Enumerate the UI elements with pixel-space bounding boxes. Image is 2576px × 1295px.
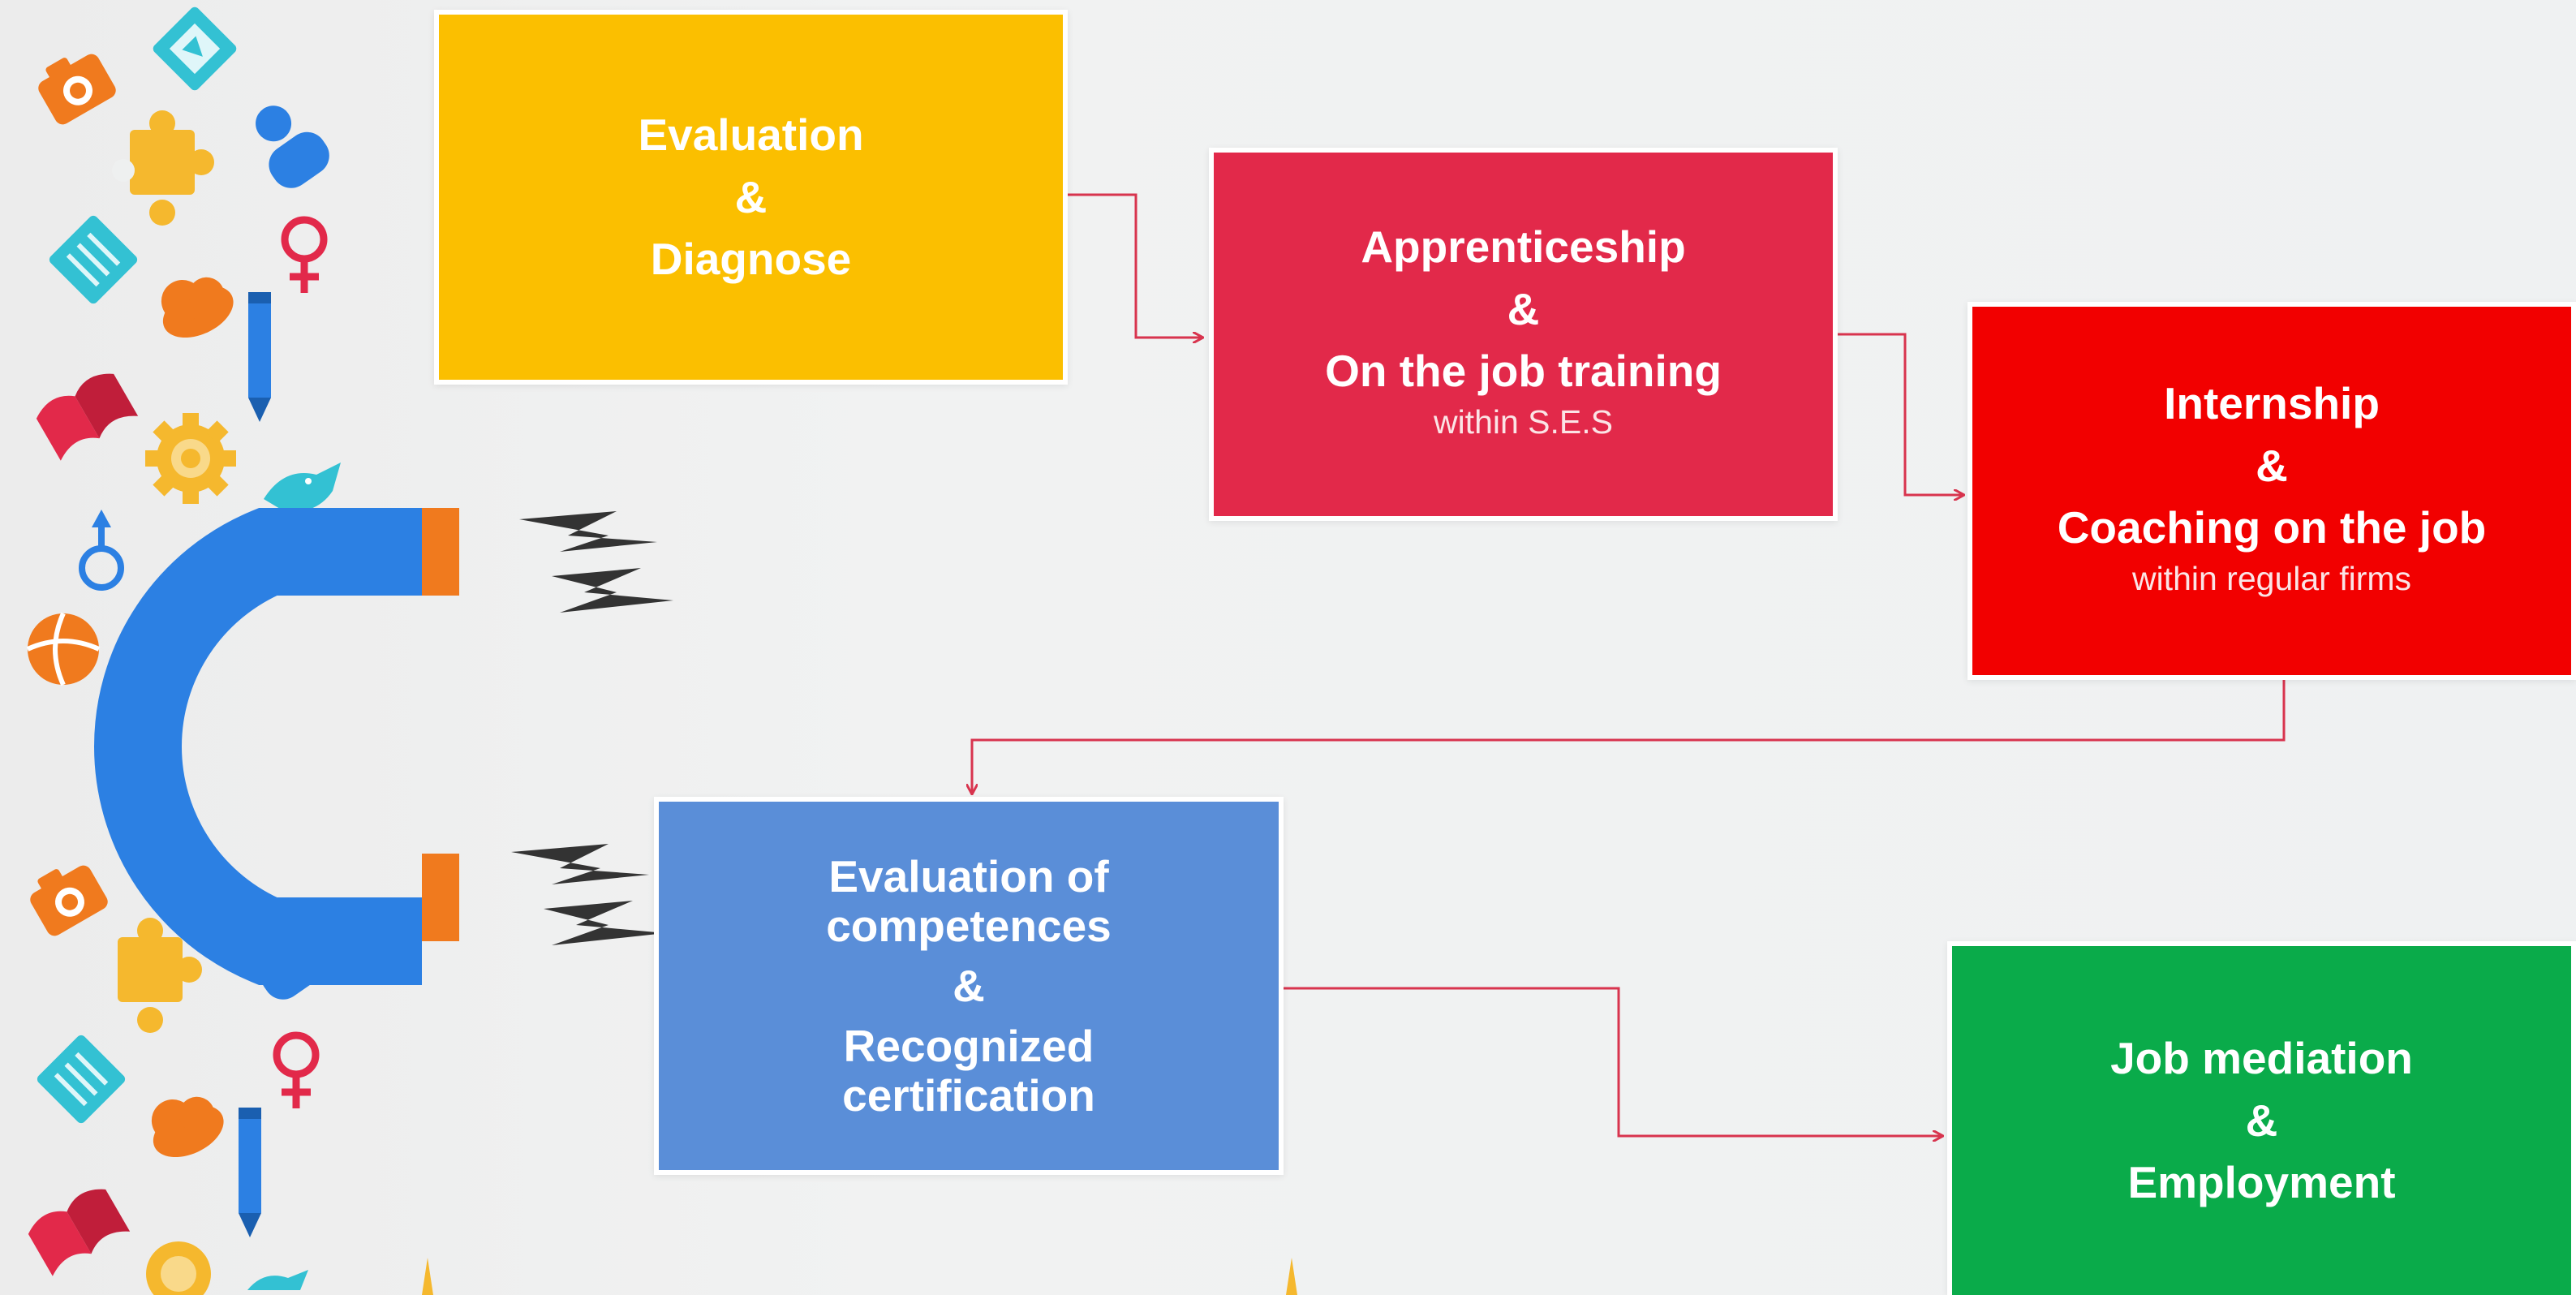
book-icon — [153, 6, 237, 91]
camera-icon — [38, 54, 116, 125]
spike-decor — [1286, 1258, 1297, 1295]
pencil-icon — [248, 292, 271, 422]
box-sublabel: within regular firms — [2131, 560, 2412, 598]
spike-decor — [422, 1258, 433, 1295]
open-book-icon — [28, 1189, 131, 1276]
cloud-icon — [161, 277, 234, 338]
female-symbol-icon — [281, 216, 328, 293]
box-label: On the job training — [1325, 346, 1722, 397]
ampersand: & — [1507, 284, 1540, 335]
connector-apprenticeship-to-internship — [1838, 333, 1963, 495]
box-label: Employment — [2127, 1157, 2396, 1207]
ampersand: & — [734, 172, 768, 222]
notepad-icon — [49, 215, 138, 304]
box-sublabel: within S.E.S — [1433, 403, 1614, 441]
female-symbol-icon — [273, 1031, 320, 1108]
ampersand: & — [953, 961, 985, 1011]
connector-internship-to-competences — [972, 680, 2286, 794]
box-label: Evaluation of — [828, 851, 1109, 901]
magnet-icon — [94, 508, 459, 985]
box-evaluation-diagnose: Evaluation & Diagnose — [434, 10, 1068, 385]
box-label: Evaluation — [638, 110, 864, 161]
cloud-icon — [151, 1096, 224, 1158]
male-symbol-icon — [79, 510, 124, 591]
lightning-icon — [511, 511, 673, 945]
bird-icon — [247, 1270, 308, 1290]
box-job-mediation: Job mediation & Employment — [1947, 941, 2576, 1295]
box-label: Internship — [2164, 378, 2380, 429]
ball-icon — [26, 612, 101, 686]
camera-icon — [30, 865, 108, 936]
box-label: Job mediation — [2110, 1033, 2413, 1084]
bird-icon — [264, 462, 341, 512]
connector-eval-to-apprenticeship — [1068, 193, 1202, 338]
box-internship: Internship & Coaching on the job within … — [1967, 302, 2576, 680]
puzzle-icon — [112, 110, 214, 226]
connector-layer — [972, 193, 2286, 1136]
gear-icon — [146, 1241, 211, 1295]
box-competences: Evaluation of competences & Recognized c… — [654, 797, 1284, 1175]
box-label: Apprenticeship — [1361, 222, 1686, 273]
box-label: Recognized — [843, 1021, 1094, 1071]
gear-icon — [145, 413, 236, 504]
user-icon — [256, 105, 329, 188]
box-label: competences — [826, 900, 1112, 951]
box-apprenticeship: Apprenticeship & On the job training wit… — [1209, 148, 1838, 521]
box-label: Diagnose — [650, 234, 852, 284]
open-book-icon — [36, 373, 139, 461]
notepad-icon — [37, 1035, 126, 1124]
ampersand: & — [2245, 1095, 2278, 1146]
connector-competences-to-job — [1284, 987, 1942, 1136]
puzzle-icon — [118, 918, 202, 1033]
ampersand: & — [2256, 441, 2288, 492]
box-label: certification — [842, 1069, 1095, 1121]
box-label: Coaching on the job — [2057, 502, 2487, 553]
pencil-icon — [239, 1108, 261, 1237]
